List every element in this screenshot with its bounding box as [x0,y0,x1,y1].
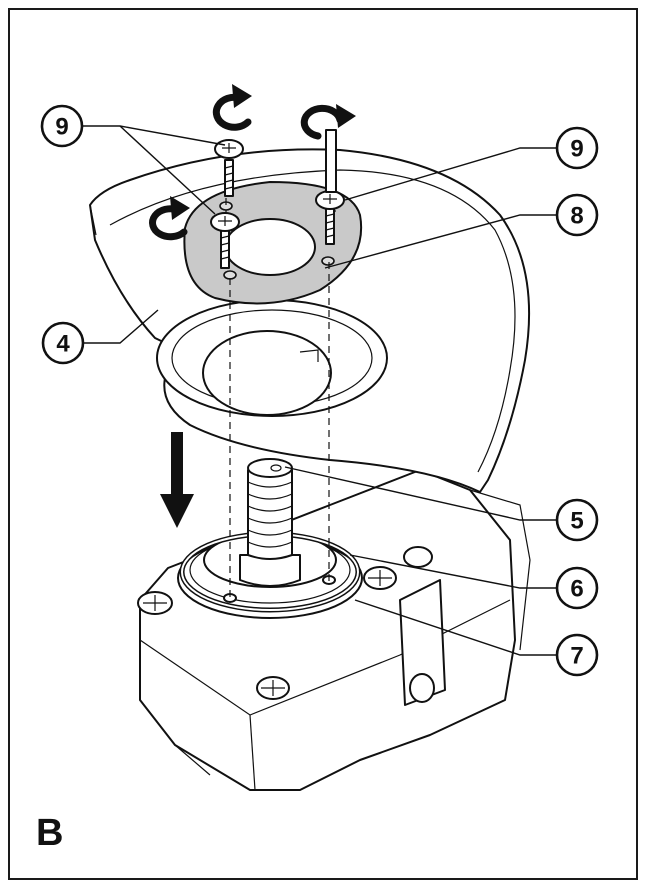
gearbox-housing [139,469,531,791]
spindle [239,458,301,587]
screw-middle-left [210,212,240,269]
rotate-arrow-icon [300,104,356,140]
rotate-arrow-icon [212,84,252,131]
leader-lines [82,125,557,656]
callout-5-label: 5 [570,508,583,535]
callout-9-left: 9 [40,104,84,148]
callout-9-left-label: 9 [55,114,68,141]
screwdriver-shaft [325,129,337,193]
callout-7-label: 7 [570,643,583,670]
housing-bolt-bottom [256,676,290,700]
housing-bolt-right [363,566,397,590]
callout-6: 6 [555,566,599,610]
callout-8: 8 [555,193,599,237]
callout-4: 4 [41,321,85,365]
figure-label: B [36,812,64,854]
callout-6-label: 6 [570,576,583,603]
callout-4-label: 4 [56,331,70,358]
callout-9-right-label: 9 [570,136,583,163]
callout-9-right: 9 [555,126,599,170]
down-arrow-icon [160,432,194,528]
housing-bolt-back [403,546,433,568]
rotate-arrow-icon [149,196,190,241]
callout-5: 5 [555,498,599,542]
figure-frame [8,8,638,880]
callout-7: 7 [555,633,599,677]
callout-8-label: 8 [570,203,583,230]
screw-top-left [214,139,244,197]
housing-bolt-left [137,591,173,615]
